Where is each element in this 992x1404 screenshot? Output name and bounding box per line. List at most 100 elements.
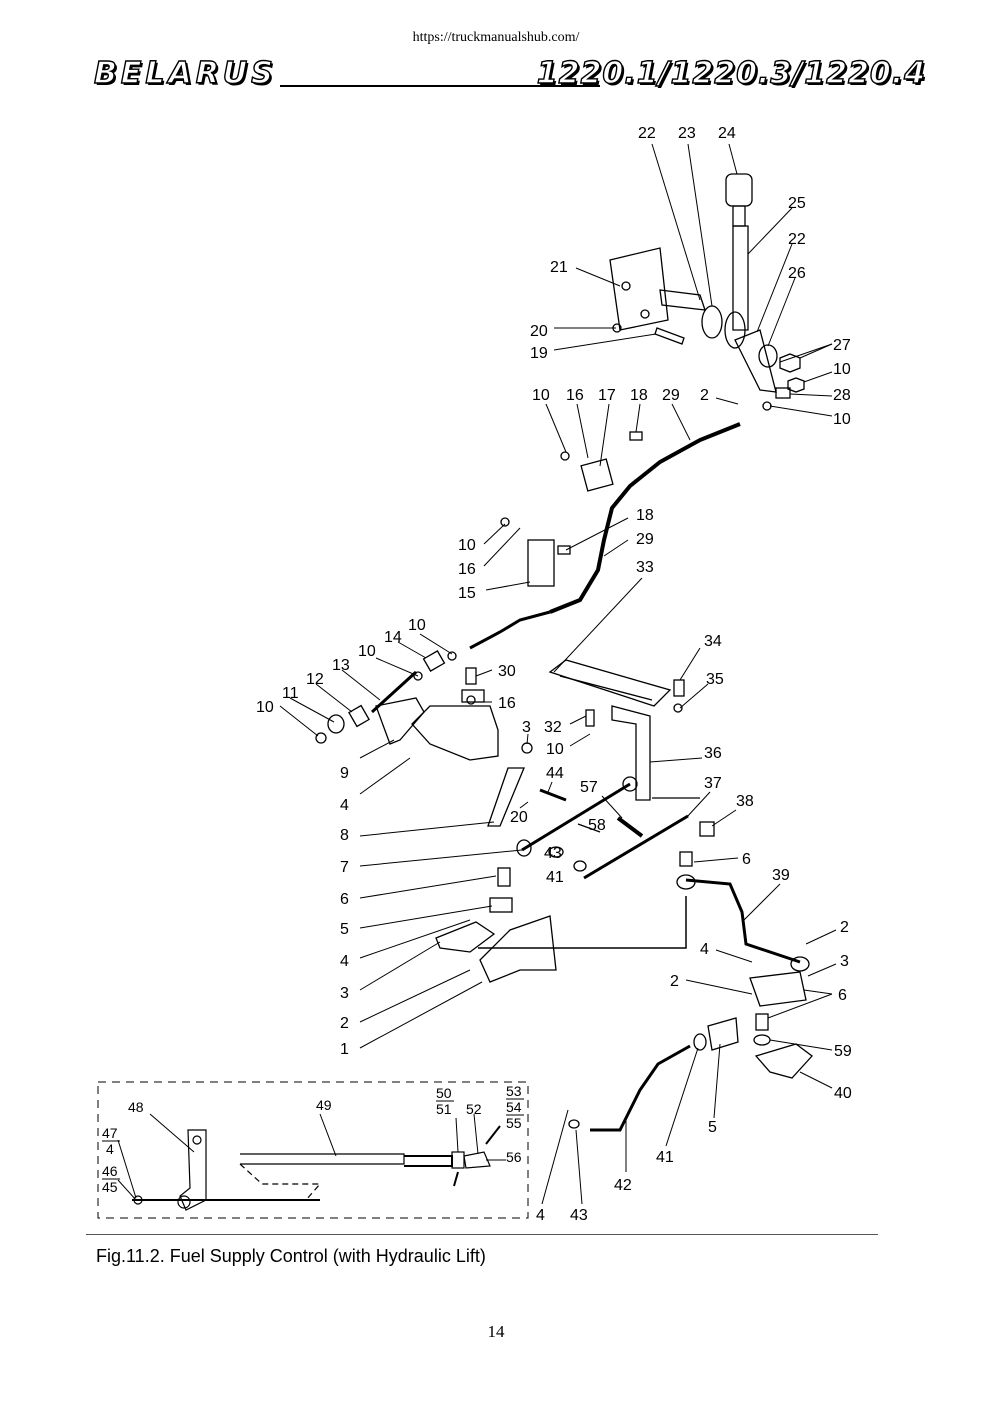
inset-label: 46 [102,1163,118,1179]
part-label: 16 [566,387,584,404]
nut-27 [779,353,801,373]
nut-26 [758,344,778,368]
part-label: 2 [340,1015,349,1032]
figure-caption: Fig.11.2. Fuel Supply Control (with Hydr… [96,1246,486,1266]
part-label: 16 [498,695,516,712]
part-label: 3 [340,985,349,1002]
bracket-1 [479,915,557,983]
part-label: 2 [700,387,709,404]
part-label: 2 [670,973,679,990]
brand-logo: BELARUS [93,55,277,91]
part-label: 20 [530,323,548,340]
part-label: 7 [340,859,349,876]
part-label: 28 [833,387,851,404]
part-label: 6 [340,891,349,908]
pedal-33 [548,659,672,707]
washer-23 [701,305,723,339]
part-label: 10 [408,617,426,634]
part-label: 10 [833,361,851,378]
pin-6 [497,867,511,887]
part-label: 36 [704,745,722,762]
part-label: 11 [282,685,299,702]
part-label: 22 [638,125,656,142]
header-rule [280,85,600,87]
part-label: 3 [840,953,849,970]
nut-10 [787,377,805,393]
source-url[interactable]: https://truckmanualshub.com/ [412,30,580,45]
fork-5 [489,897,513,913]
rod-37 [583,814,689,880]
clip-17 [580,458,614,492]
part-label: 3 [522,719,531,736]
part-label: 15 [458,585,476,602]
part-label: 10 [358,643,376,660]
fork-5b [707,1017,739,1051]
part-label: 29 [636,531,654,548]
leader-lines [279,143,837,1205]
page-number: 14 [487,1322,505,1341]
arm [734,329,777,393]
bracket-40 [754,1043,813,1079]
inset-label: 48 [128,1099,144,1115]
bracket-9 [411,705,499,761]
part-label: 10 [532,387,550,404]
inset-label: 4 [106,1141,114,1157]
inset-label: 47 [102,1125,118,1141]
part-label: 1 [340,1041,349,1058]
inset-label: 51 [436,1101,452,1117]
inset-label: 54 [506,1099,522,1115]
part-label: 6 [742,851,751,868]
inset-frame [97,1081,529,1219]
lever-25 [732,225,749,331]
rod-42 [590,1044,691,1132]
bracket-21 [609,247,669,331]
part-label: 10 [833,411,851,428]
reference-line [478,896,687,949]
inset-label: 55 [506,1115,522,1131]
bolt-28 [775,387,791,399]
part-label: 4 [340,953,349,970]
bolt-30 [465,667,477,685]
lever-3 [435,921,496,953]
cable-29 [549,422,741,614]
inset-panel: 48 49 50 51 52 53 54 55 56 47 4 46 45 [97,1081,529,1219]
part-label: 18 [630,387,648,404]
knob-24 [725,173,753,207]
part-label: 37 [704,775,722,792]
arm-9 [375,697,425,745]
part-label: 41 [656,1149,674,1166]
diagram-drawing [315,173,813,1132]
part-label: 10 [458,537,476,554]
part-label: 10 [256,699,274,716]
part-label: 17 [598,387,616,404]
inset-label: 50 [436,1085,452,1101]
part-label: 33 [636,559,654,576]
part-label: 2 [840,919,849,936]
part-label: 4 [700,941,709,958]
part-label: 32 [544,719,562,736]
part-label: 6 [838,987,847,1004]
hub [724,311,746,349]
part-label: 39 [772,867,790,884]
part-label: 4 [340,797,349,814]
part-label: 18 [636,507,654,524]
part-label: 57 [580,779,598,796]
part-label: 38 [736,793,754,810]
cable-49 [240,1153,405,1165]
bracket-48 [179,1129,207,1211]
inset-label: 49 [316,1097,332,1113]
rod-7 [521,782,631,852]
model-title: 1220.1/1220.3/1220.4 [536,55,926,91]
part-labels: 22 23 24 25 22 26 21 20 19 27 10 28 10 1… [256,125,852,1224]
pin-38 [699,821,715,837]
part-label: 27 [833,337,851,354]
caption-rule [86,1234,878,1235]
part-label: 42 [614,1177,632,1194]
part-label: 16 [458,561,476,578]
part-label: 44 [546,765,564,782]
pin-6b [679,851,693,867]
part-label: 59 [834,1043,852,1060]
part-label: 30 [498,663,516,680]
lever-3b [749,971,807,1007]
part-label: 10 [546,741,564,758]
